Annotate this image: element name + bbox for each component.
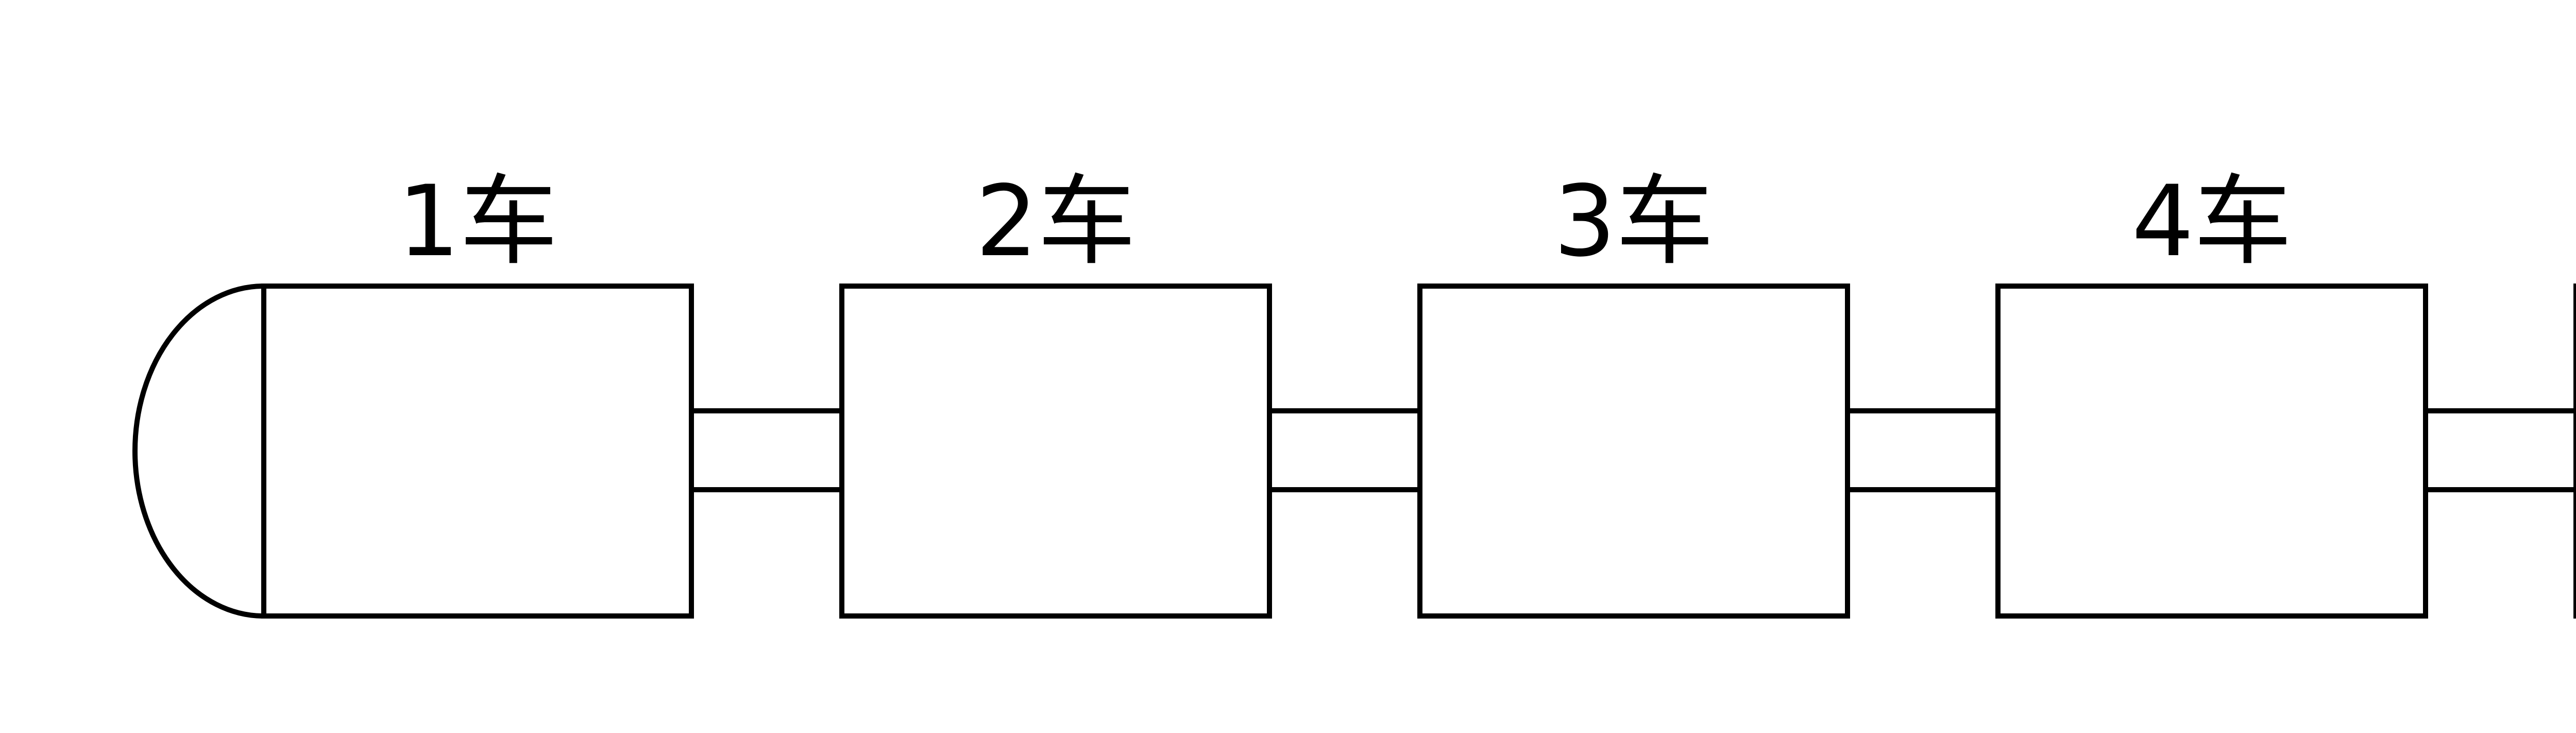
- car-body-2: [839, 284, 1272, 619]
- car-label-2: 2车: [976, 164, 1136, 278]
- car-body-1: [261, 284, 694, 619]
- train-nose-left: [132, 283, 267, 619]
- car-body-3: [1417, 284, 1850, 619]
- car-body-4: [1995, 284, 2428, 619]
- car-label-3: 3车: [1554, 164, 1714, 278]
- coupling-3-4: [1845, 408, 2001, 492]
- coupling-2-3: [1267, 408, 1422, 492]
- coupling-4-5: [2423, 408, 2576, 492]
- car-labels: 1车 2车 3车 4车 5车 6车: [398, 164, 2292, 278]
- train-shapes: [132, 283, 2576, 619]
- coupling-1-2: [689, 408, 844, 492]
- car-label-1: 1车: [398, 164, 558, 278]
- car-label-4: 4车: [2132, 164, 2292, 278]
